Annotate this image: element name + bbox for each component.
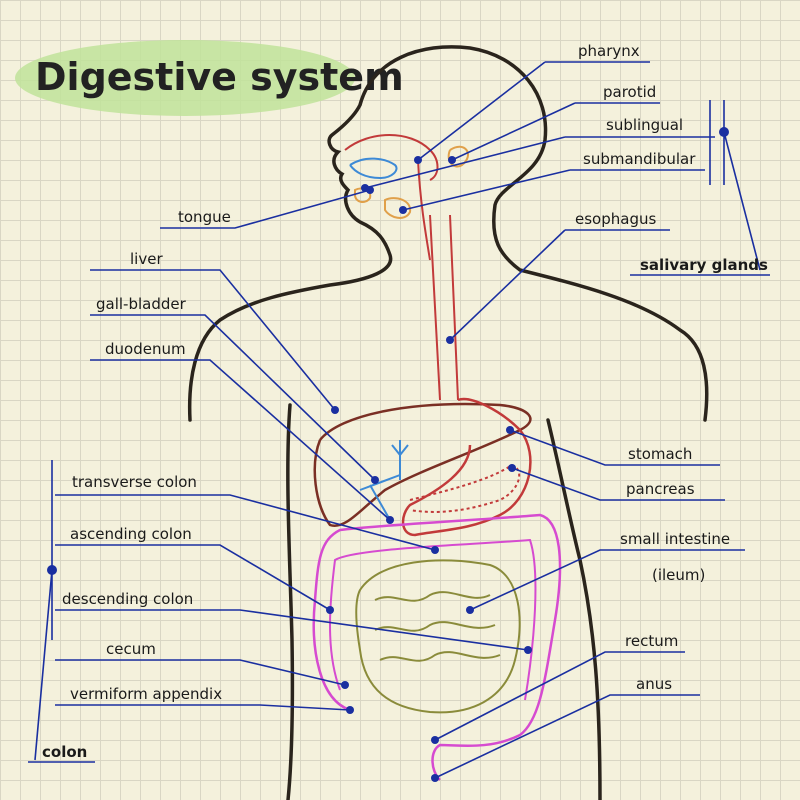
diagram-title: Digestive system (35, 55, 404, 99)
pancreas-shape (409, 463, 521, 513)
title-highlight (15, 40, 355, 116)
label-liver: liver (130, 250, 163, 268)
mouth-cavity (344, 134, 439, 181)
label-ileum: (ileum) (652, 566, 705, 584)
label-small-intestine: small intestine (620, 530, 730, 548)
esophagus-tube (429, 214, 459, 401)
label-duodenum: duodenum (105, 340, 186, 358)
label-ascending-colon: ascending colon (70, 525, 192, 543)
tongue-shape (349, 157, 398, 180)
label-sublingual: sublingual (606, 116, 683, 134)
label-stomach: stomach (628, 445, 692, 463)
label-transverse-colon: transverse colon (72, 473, 197, 491)
label-vermiform-appendix: vermiform appendix (70, 685, 222, 703)
label-gall-bladder: gall-bladder (96, 295, 187, 313)
label-pancreas: pancreas (626, 480, 695, 498)
label-cecum: cecum (106, 640, 156, 658)
colon-shape (312, 513, 562, 781)
bile-ducts (359, 440, 409, 521)
label-anus: anus (636, 675, 672, 693)
label-submandibular: submandibular (583, 150, 696, 168)
label-colon: colon (42, 743, 87, 761)
label-parotid: parotid (603, 83, 656, 101)
label-rectum: rectum (625, 632, 678, 650)
label-descending-colon: descending colon (62, 590, 193, 608)
small-intestine-shape (355, 559, 521, 714)
leader-dots (47, 127, 729, 782)
label-pharynx: pharynx (578, 42, 640, 60)
stomach-shape (401, 397, 532, 537)
leader-lines (28, 61, 770, 779)
pharynx-tube (417, 159, 431, 261)
label-esophagus: esophagus (575, 210, 656, 228)
label-tongue: tongue (178, 208, 231, 226)
torso-outline (286, 403, 602, 800)
submandibular-gland (384, 197, 412, 219)
label-salivary-glands: salivary glands (640, 256, 768, 274)
colon-inner (329, 538, 537, 701)
body-outline (187, 45, 709, 422)
liver-shape (313, 402, 532, 528)
